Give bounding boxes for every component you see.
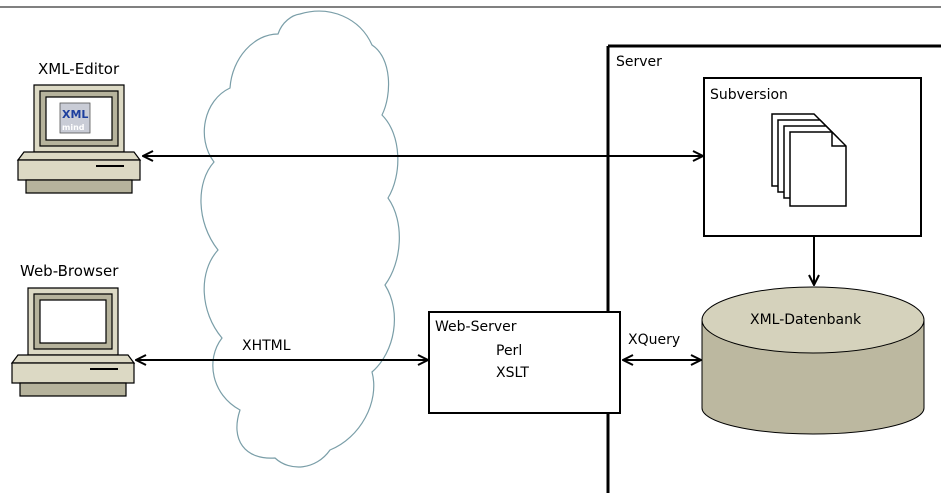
- xhtml-label: XHTML: [242, 338, 291, 354]
- server-label: Server: [616, 54, 662, 70]
- database-icon: [701, 286, 925, 435]
- xml-editor-label: XML-Editor: [38, 60, 120, 78]
- svg-text:XML: XML: [62, 108, 88, 121]
- xquery-label: XQuery: [628, 332, 680, 348]
- web-server-box: [428, 311, 621, 414]
- cloud-icon: [200, 10, 400, 468]
- xslt-label: XSLT: [496, 365, 529, 381]
- web-browser-label: Web-Browser: [20, 262, 119, 280]
- computer-icon: [10, 287, 136, 397]
- xml-logo-icon: XML mind: [59, 102, 91, 134]
- database-label: XML-Datenbank: [750, 312, 862, 328]
- perl-label: Perl: [496, 343, 522, 359]
- web-server-label: Web-Server: [435, 319, 517, 335]
- computer-icon: [16, 84, 142, 194]
- subversion-label: Subversion: [710, 87, 788, 103]
- documents-icon: [771, 113, 847, 207]
- svg-text:mind: mind: [62, 123, 85, 132]
